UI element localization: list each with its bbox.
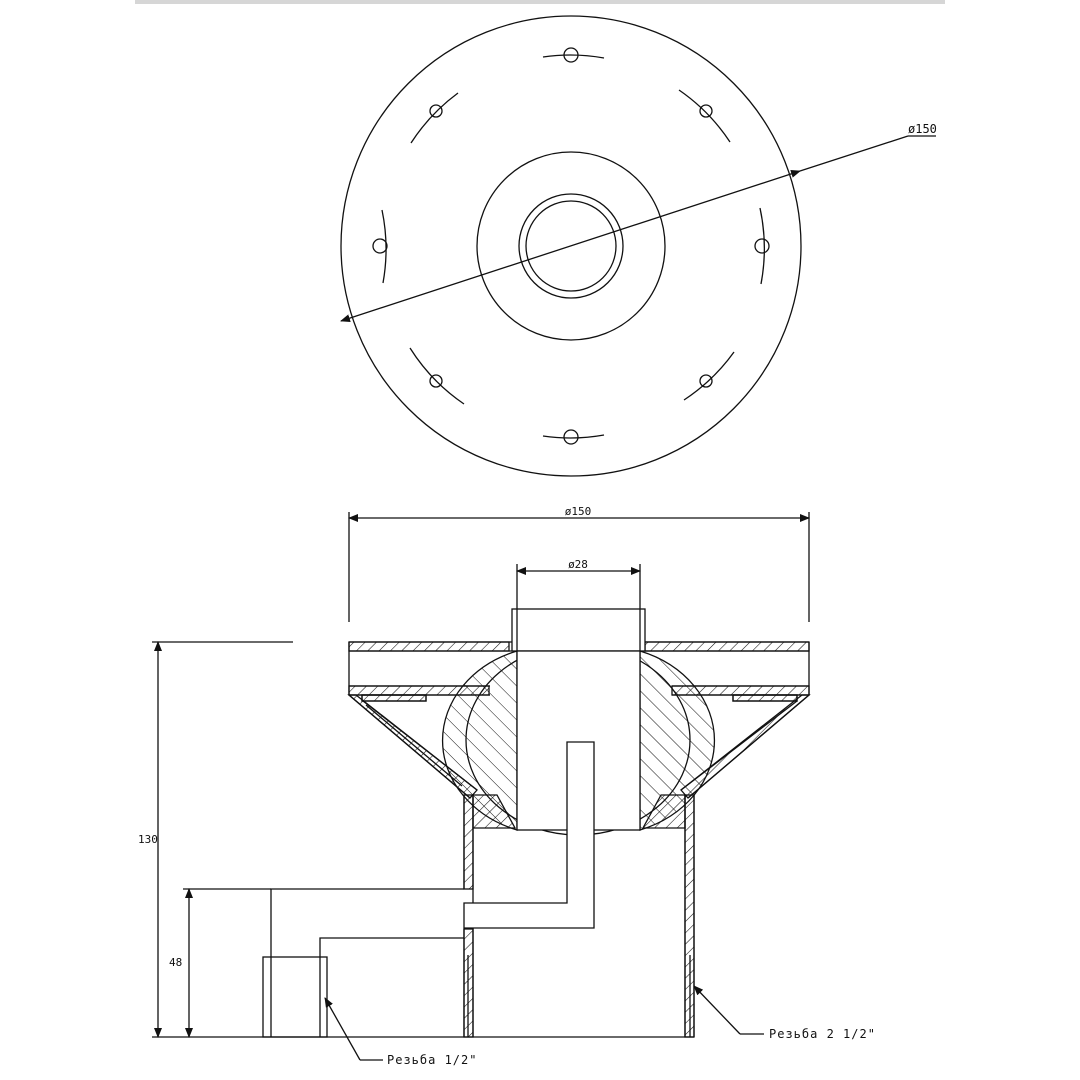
- outlet-height-label: 48: [169, 956, 182, 969]
- clamp-ring-right: [732, 694, 798, 702]
- bolt-arc: [542, 54, 605, 59]
- flange-top-strip-left: [348, 641, 510, 652]
- width-label: ø150: [565, 505, 592, 518]
- internal-pipe-outline: [463, 741, 595, 929]
- bolt-arc: [759, 207, 765, 285]
- bolt-circle-arcs: [381, 54, 765, 439]
- bolt-hole: [563, 429, 579, 445]
- leader-large-thread: [693, 985, 741, 1035]
- top-diameter-label: ø150: [908, 122, 937, 136]
- bore-label: ø28: [568, 558, 588, 571]
- funnel-inner-rib: [365, 704, 463, 787]
- nozzle-collar: [511, 608, 646, 652]
- side-outlet-pipe: [262, 888, 464, 1038]
- bolt-arc: [678, 89, 731, 143]
- ball-joint: [441, 644, 716, 836]
- diameter-dimension-top: [340, 135, 936, 323]
- bolt-hole: [429, 374, 443, 388]
- height-label: 130: [138, 833, 158, 846]
- outlet-fitting: [262, 956, 328, 1038]
- thread-small-label: Резьба 1/2": [387, 1053, 477, 1067]
- bolt-hole: [699, 374, 713, 388]
- leader-small-thread: [324, 997, 361, 1061]
- bolt-arc: [410, 92, 459, 144]
- diameter-leader-line: [799, 135, 909, 172]
- side-outlet-outline: [270, 888, 464, 957]
- internal-supply-pipe: [463, 741, 595, 929]
- height-dimensions: [152, 641, 464, 1038]
- bolt-hole: [754, 238, 770, 254]
- window-top-edge: [135, 0, 945, 4]
- bolt-hole: [429, 104, 443, 118]
- body-tube: [463, 794, 695, 1038]
- seal-rings: [472, 794, 686, 829]
- bolt-hole: [699, 104, 713, 118]
- bore-dimension: [516, 564, 641, 610]
- width-dimension: [348, 512, 810, 622]
- funnel-edge: [348, 694, 471, 799]
- thread-leaders: [324, 985, 764, 1061]
- tube-wall-left: [463, 794, 474, 890]
- section-view: [152, 512, 811, 1061]
- bolt-arc: [381, 209, 387, 284]
- bolt-arc: [409, 347, 465, 405]
- clamp-ring-left: [361, 694, 427, 702]
- diameter-dimension-line: [340, 169, 801, 323]
- bolt-arc: [683, 351, 735, 401]
- top-view: [340, 15, 936, 477]
- bolt-hole: [372, 238, 388, 254]
- bolt-arc: [542, 434, 605, 439]
- funnel-edge: [687, 694, 810, 799]
- flange-top-strip-right: [644, 641, 810, 652]
- thread-large-label: Резьба 2 1/2": [769, 1027, 876, 1041]
